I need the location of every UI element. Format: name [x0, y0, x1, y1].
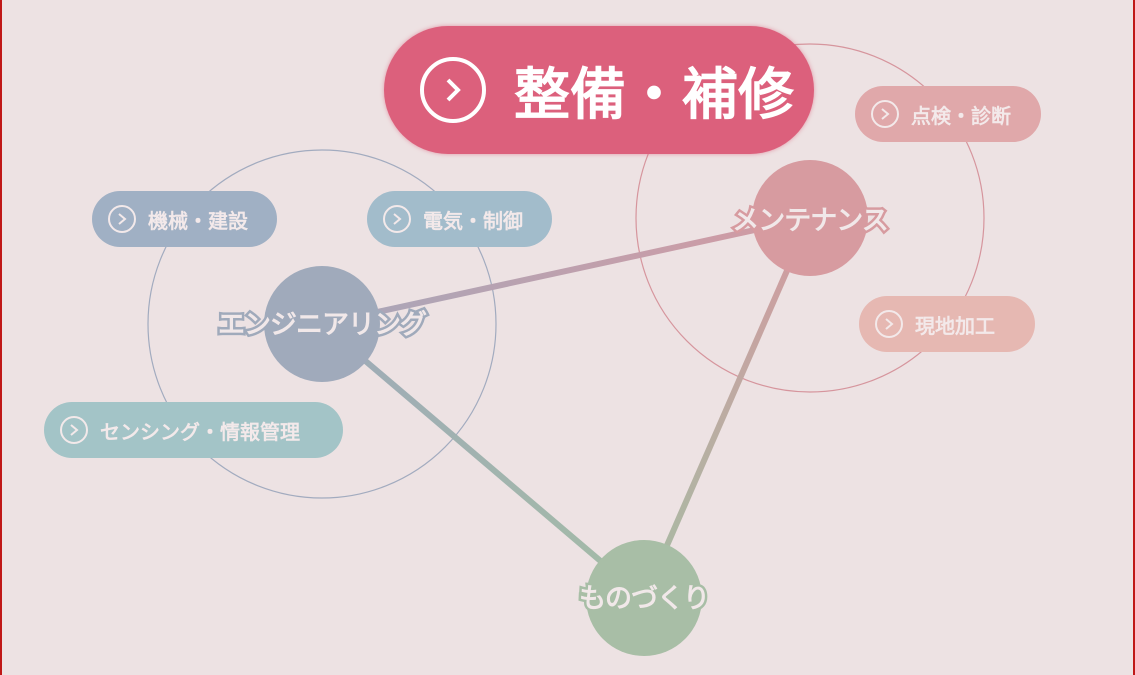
engineering-hub [264, 266, 380, 382]
onsite-machining-label: 現地加工 [915, 313, 995, 338]
engineering-orbit-ring [147, 149, 497, 499]
electrical-control-label: 電気・制御 [423, 208, 523, 233]
monozukuri-hub [586, 540, 702, 656]
chevron-right-circle-icon [871, 100, 899, 128]
connector-maintenance-monozukuri [641, 216, 813, 600]
maintenance-orbit-ring [635, 43, 985, 393]
connector-engineering-monozukuri [320, 321, 646, 601]
maintenance-hub [752, 160, 868, 276]
chevron-right-circle-icon [383, 205, 411, 233]
monozukuri-hub-label: ものづくり [577, 581, 713, 617]
sensing-information-management-button[interactable]: センシング・情報管理 [44, 402, 343, 458]
chevron-right-circle-icon [420, 57, 486, 123]
maintenance-hub-label: メンテナンス [730, 203, 891, 239]
sensing-information-management-label: センシング・情報管理 [100, 419, 300, 444]
inspection-diagnosis-button[interactable]: 点検・診断 [855, 86, 1041, 142]
onsite-machining-button[interactable]: 現地加工 [859, 296, 1035, 352]
maintenance-repair-label: 整備・補修 [514, 62, 794, 128]
mechanical-construction-button[interactable]: 機械・建設 [92, 191, 277, 247]
maintenance-repair-button[interactable]: 整備・補修 [384, 26, 814, 154]
chevron-right-circle-icon [60, 416, 88, 444]
mechanical-construction-label: 機械・建設 [148, 208, 248, 233]
electrical-control-button[interactable]: 電気・制御 [367, 191, 552, 247]
chevron-right-circle-icon [875, 310, 903, 338]
inspection-diagnosis-label: 点検・診断 [911, 103, 1011, 128]
chevron-right-circle-icon [108, 205, 136, 233]
connector-engineering-maintenance [321, 215, 811, 327]
engineering-hub-label: エンジニアリング [216, 307, 430, 343]
